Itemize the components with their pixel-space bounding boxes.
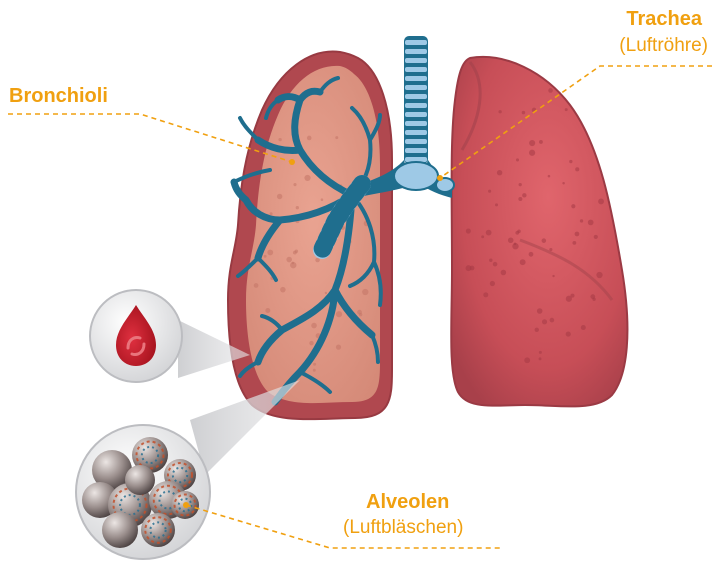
- label-alveolen: Alveolen: [366, 491, 449, 514]
- right-lung: [451, 57, 627, 406]
- label-trachea-sub: (Luftröhre): [619, 35, 708, 57]
- alveoli-callout: [76, 425, 210, 559]
- blood-callout: [90, 290, 182, 382]
- label-bronchioli: Bronchioli: [9, 85, 108, 108]
- label-trachea: Trachea: [626, 8, 702, 31]
- label-alveolen-sub: (Luftbläschen): [343, 517, 463, 539]
